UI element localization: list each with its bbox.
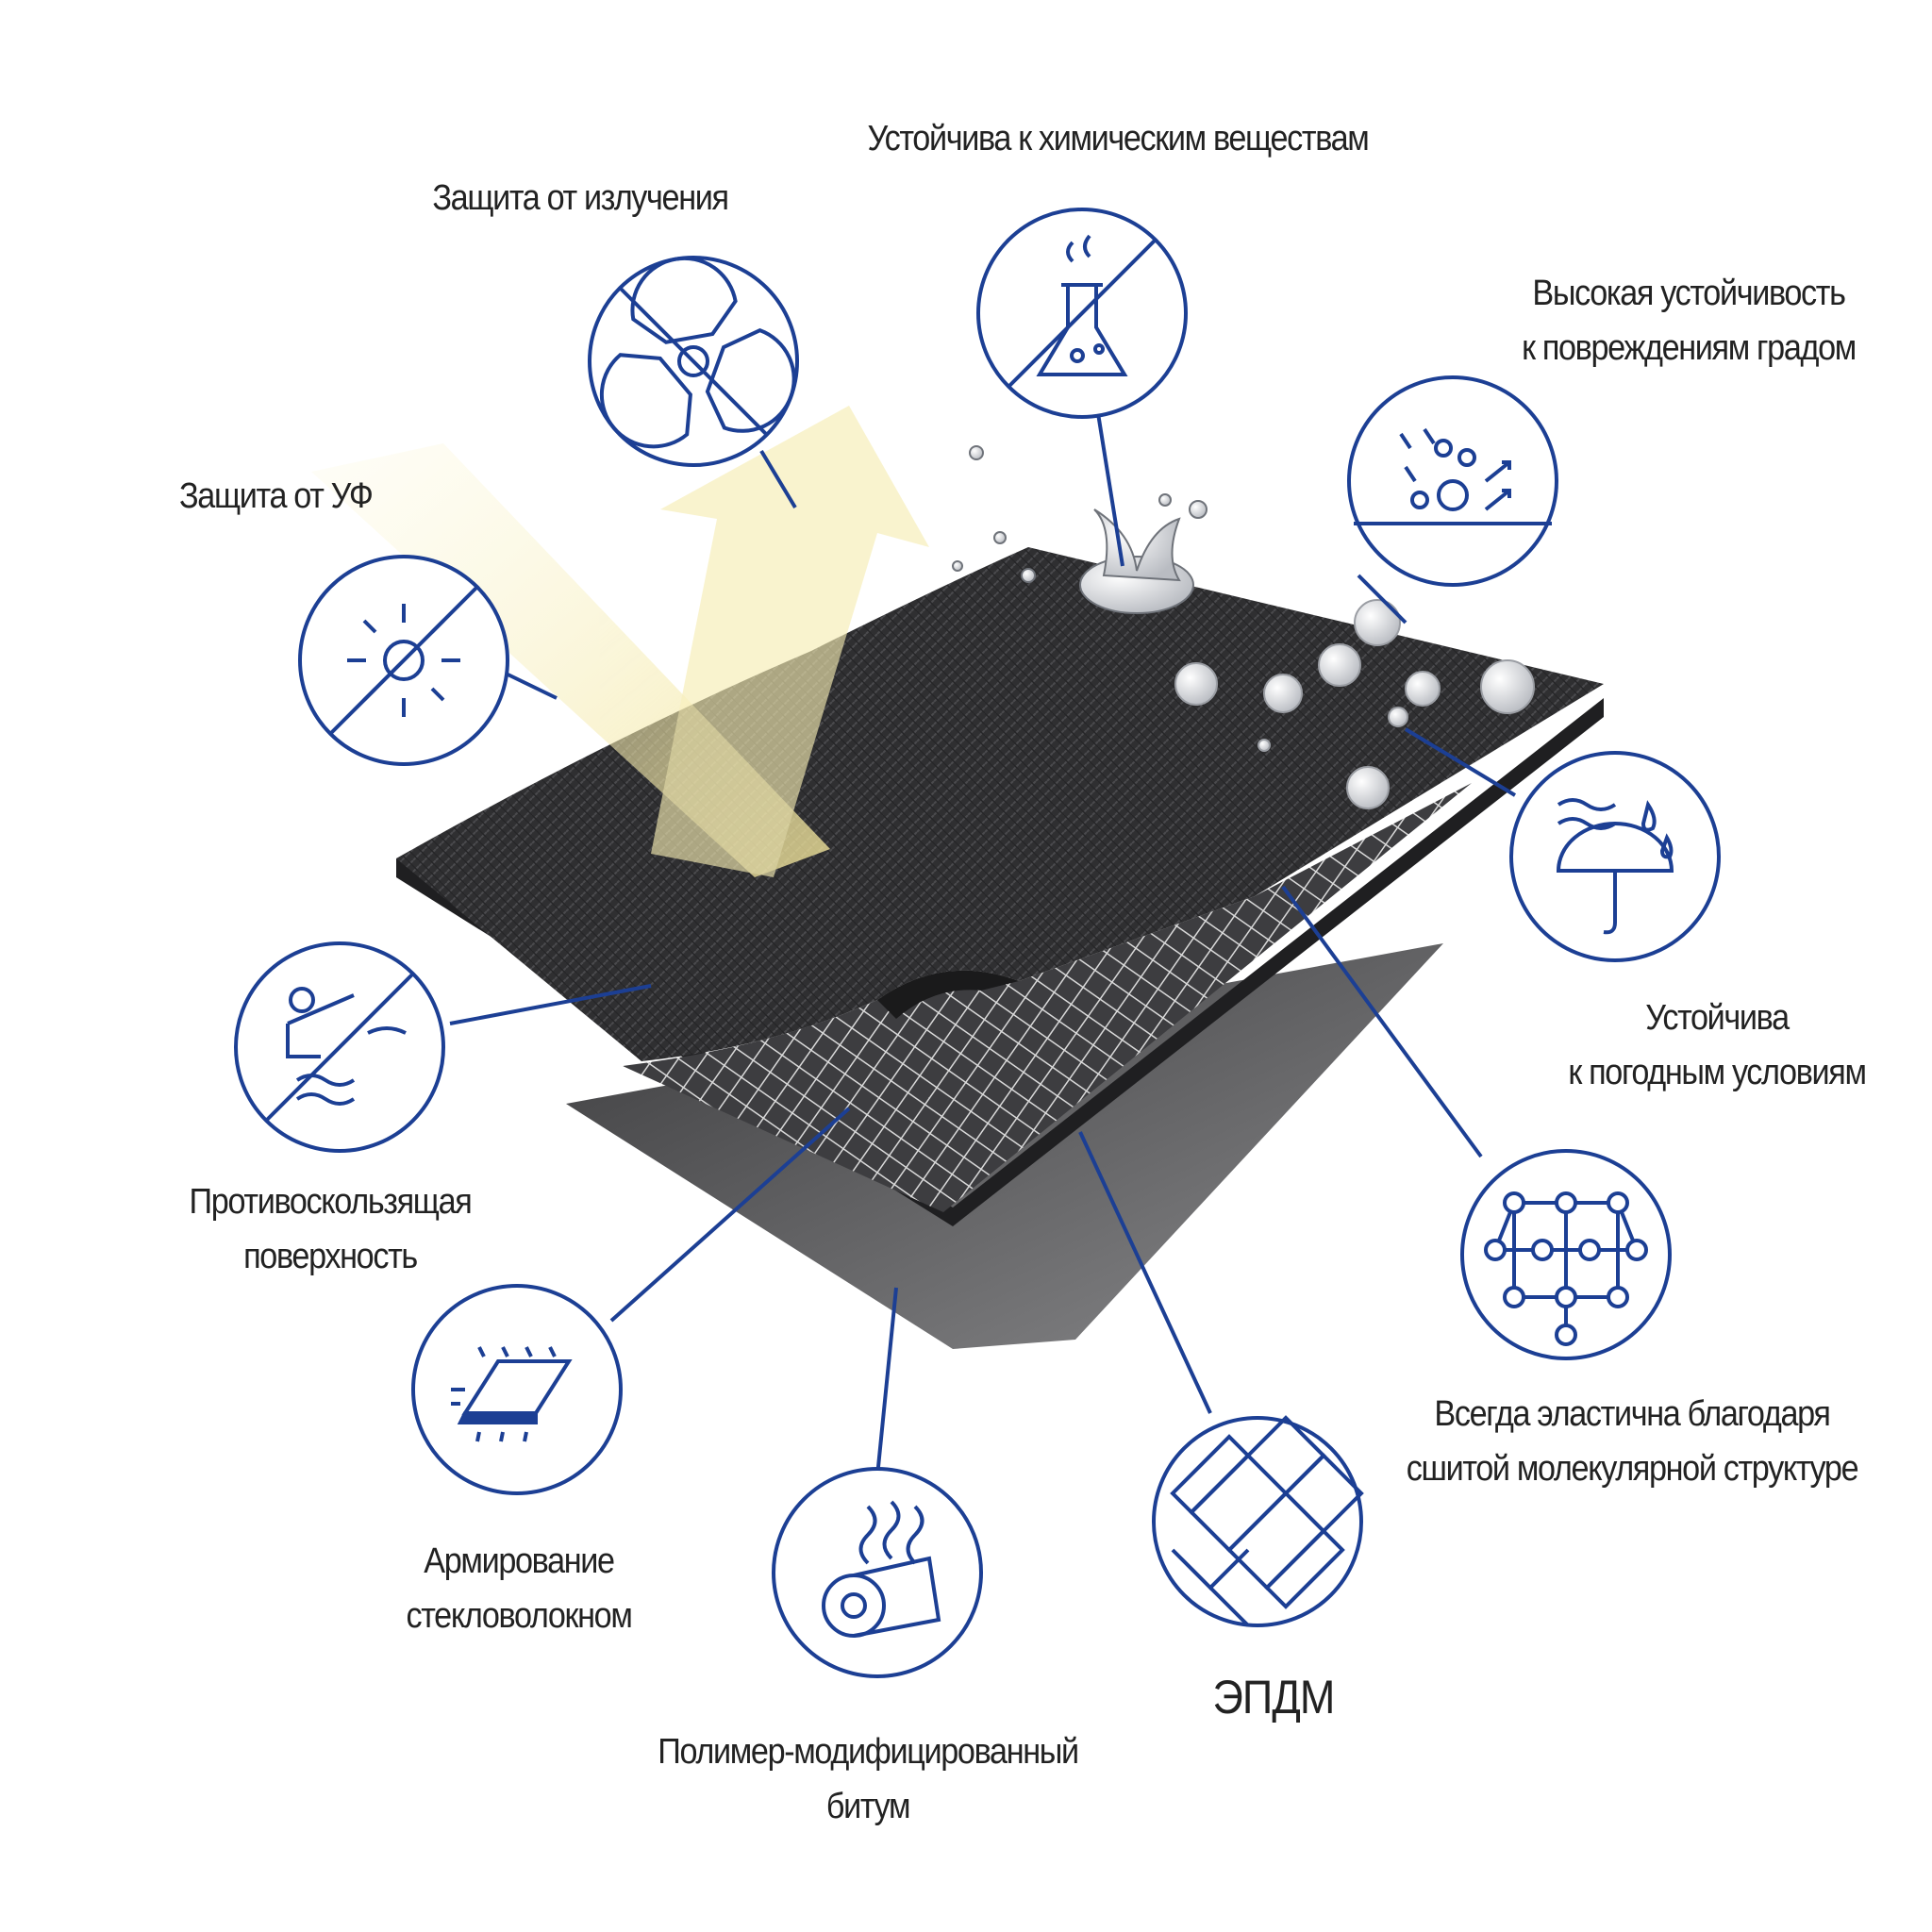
epdm-top-surface bbox=[396, 547, 1604, 1061]
elasticity-line1: Всегда эластична благодаря bbox=[1434, 1394, 1831, 1434]
bitumen-roll-icon bbox=[772, 1467, 983, 1678]
hail-icon bbox=[1347, 375, 1558, 587]
fiberglass-line1: Армирование bbox=[424, 1541, 615, 1581]
chemical-connector bbox=[1095, 407, 1124, 567]
elasticity-line2: сшитой молекулярной структуре bbox=[1406, 1449, 1859, 1489]
uv-protection-label: Защита от УФ bbox=[179, 476, 374, 516]
radiation-icon bbox=[588, 256, 799, 467]
bitumen-line1: Полимер-модифицированный bbox=[658, 1732, 1079, 1772]
molecule-network-icon bbox=[1460, 1149, 1672, 1360]
chemical-resistance-label: Устойчива к химическим веществам bbox=[867, 119, 1370, 158]
radiation-protection-label: Защита от излучения bbox=[432, 178, 729, 218]
anti-slip-line1: Противоскользящая bbox=[189, 1182, 473, 1222]
weather-connector bbox=[1404, 727, 1517, 797]
epdm-label: ЭПДМ bbox=[1212, 1671, 1335, 1724]
curled-corner bbox=[877, 970, 1019, 1019]
antislip-connector bbox=[449, 984, 652, 1025]
anti-slip-line2: поверхность bbox=[243, 1237, 418, 1276]
fiberglass-mesh-layer bbox=[623, 783, 1472, 1212]
umbrella-icon bbox=[1509, 751, 1721, 962]
bitumen-connector bbox=[875, 1287, 898, 1477]
herringbone-pattern-icon bbox=[1152, 1415, 1364, 1627]
bitumen-line2: битум bbox=[825, 1787, 911, 1826]
epdm-connector bbox=[1078, 1131, 1212, 1414]
fiberglass-mesh-icon bbox=[411, 1284, 623, 1495]
sun-icon bbox=[298, 555, 509, 766]
anti-slip-label: Противоскользящая поверхность bbox=[152, 1174, 508, 1284]
icon-circles bbox=[234, 208, 1721, 1678]
bitumen-label: Полимер-модифицированный битум bbox=[630, 1724, 1106, 1834]
hail-connector bbox=[1357, 574, 1407, 625]
weather-resistance-line2: к погодным условиям bbox=[1568, 1053, 1867, 1092]
weather-resistance-line1: Устойчива bbox=[1645, 998, 1790, 1038]
elastic-connector bbox=[1281, 885, 1483, 1158]
hail-resistance-line2: к повреждениям градом bbox=[1522, 328, 1857, 368]
hail-stones bbox=[1174, 599, 1535, 809]
fiberglass-line2: стекловолокном bbox=[406, 1596, 632, 1636]
uv-light-beam bbox=[311, 406, 929, 877]
hail-resistance-label: Высокая устойчивость к повреждениям град… bbox=[1493, 266, 1884, 375]
elasticity-label: Всегда эластична благодаря сшитой молеку… bbox=[1377, 1387, 1887, 1496]
radiation-connector bbox=[759, 449, 797, 509]
connector-lines bbox=[449, 407, 1517, 1477]
weather-resistance-label: Устойчива к погодным условиям bbox=[1530, 991, 1904, 1100]
fiberglass-connector bbox=[609, 1107, 851, 1323]
membrane-layers bbox=[396, 547, 1604, 1349]
fiberglass-label: Армирование стекловолокном bbox=[341, 1534, 697, 1643]
flask-icon bbox=[976, 208, 1188, 419]
hail-resistance-line1: Высокая устойчивость bbox=[1532, 274, 1846, 313]
slip-person-icon bbox=[234, 941, 445, 1153]
